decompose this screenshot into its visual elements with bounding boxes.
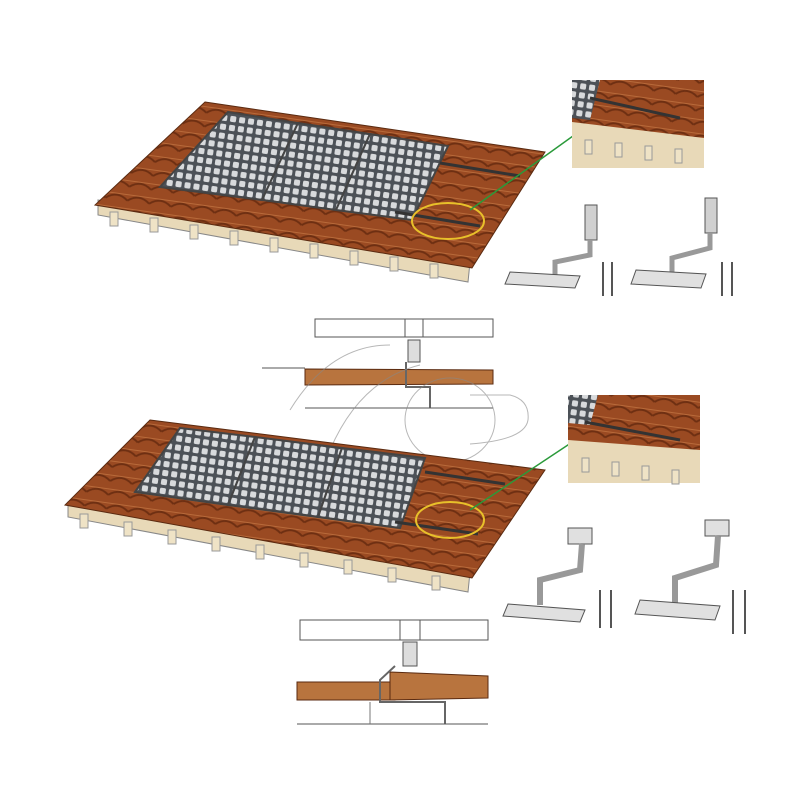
- mounting-rail: [439, 161, 521, 178]
- highlight-ring: [415, 501, 485, 539]
- detail-inset: [572, 80, 704, 168]
- solar-panel: [316, 446, 427, 530]
- mounting-rail: [424, 470, 506, 486]
- roof-hook-adjustable: [504, 204, 613, 296]
- highlight-ring: [411, 202, 485, 240]
- detail-inset: [568, 395, 700, 485]
- cross-section-top: [262, 318, 494, 409]
- mounting-rail: [394, 210, 481, 228]
- roof-hook-curved-fixed: [634, 519, 746, 634]
- cross-section-bottom: [296, 619, 489, 725]
- rafters: [79, 513, 441, 591]
- rafters: [109, 211, 439, 279]
- roof-hook-curved-adjustable: [502, 527, 612, 628]
- bottom-roof-assembly: [63, 395, 746, 634]
- roof-hook-fixed: [630, 197, 733, 296]
- mounting-rail: [394, 520, 479, 536]
- top-roof-assembly: [93, 80, 733, 296]
